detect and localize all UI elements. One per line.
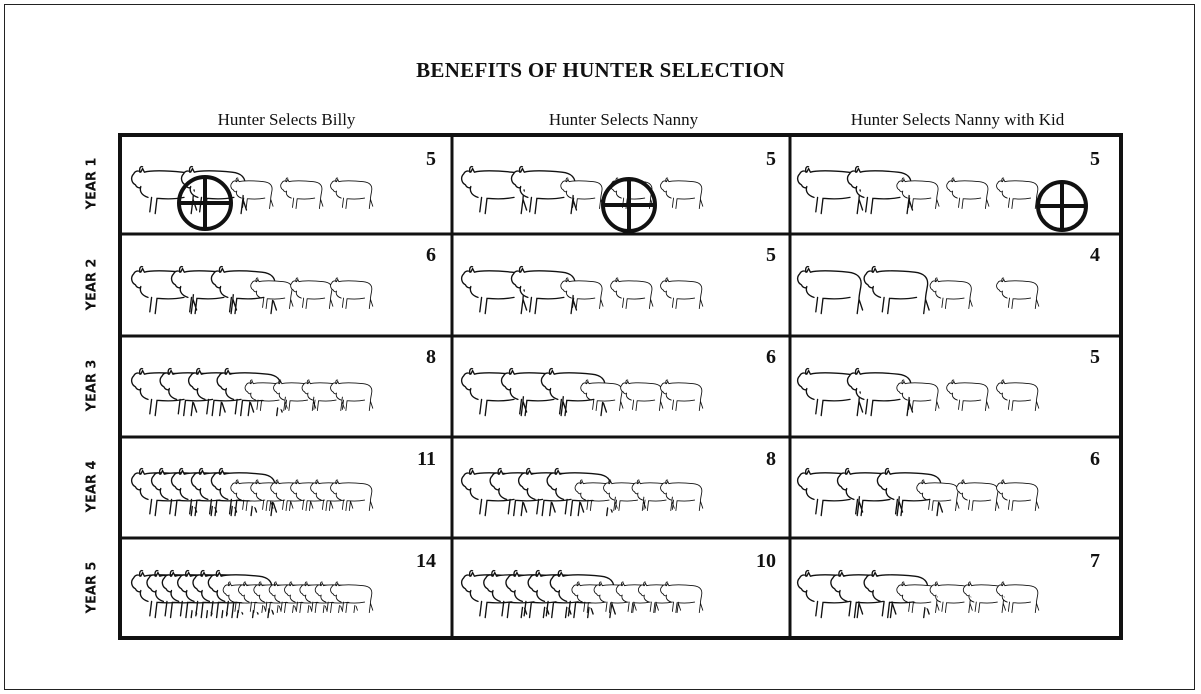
kid-goat-icon (661, 178, 703, 209)
kid-goat-icon (930, 278, 972, 309)
kid-goat-icon (291, 278, 333, 309)
kid-goat-icon (281, 178, 323, 209)
crosshair-icon (179, 177, 231, 229)
kid-goat-icon (997, 278, 1039, 309)
kid-goat-icon (997, 480, 1039, 511)
kid-goat-icon (331, 178, 373, 209)
kid-goat-icon (661, 278, 703, 309)
kid-goat-icon (611, 278, 653, 309)
kid-goat-icon (957, 480, 999, 511)
kid-goat-icon (997, 178, 1039, 209)
kid-goat-icon (947, 178, 989, 209)
crosshair-icon (603, 179, 655, 231)
kid-goat-icon (661, 380, 703, 411)
kid-goat-icon (331, 278, 373, 309)
adult-goat-icon (798, 267, 863, 314)
kid-goat-icon (661, 582, 703, 613)
kid-goat-icon (997, 380, 1039, 411)
adult-goat-icon (864, 267, 929, 314)
kid-goat-icon (947, 380, 989, 411)
kid-goat-icon (621, 380, 663, 411)
crosshair-icon (1038, 182, 1086, 230)
